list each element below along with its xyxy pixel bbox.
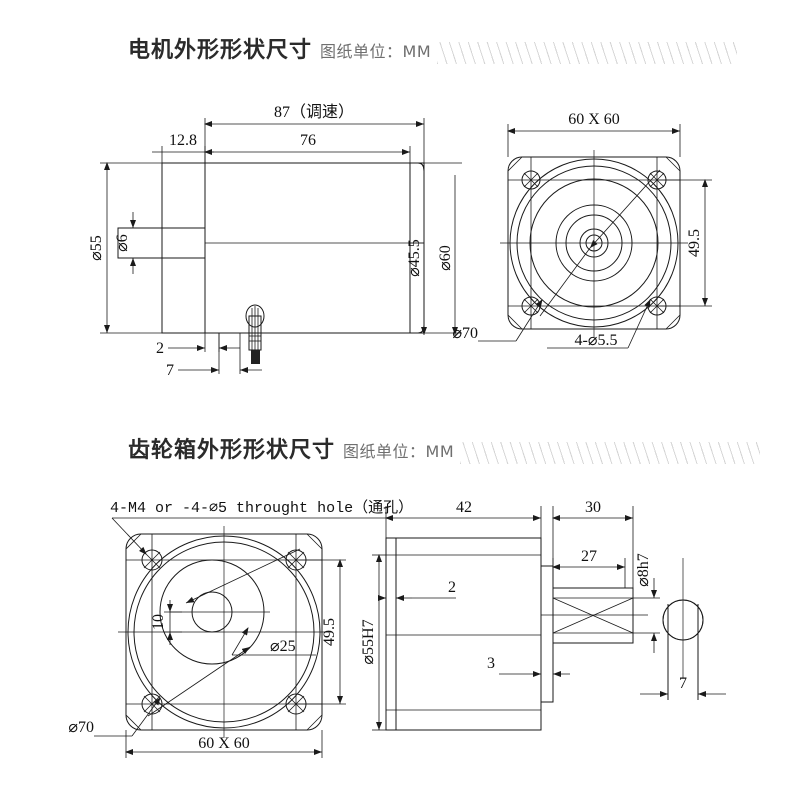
dim-gearbox-shaft-length: 30 <box>552 499 634 588</box>
dim-motor-flange-diameter: ⌀55 <box>88 162 162 334</box>
dim-gearbox-shaft-diameter: ⌀8h7 <box>633 553 660 653</box>
dim-gearbox-pilot-circle-label: ⌀70 <box>68 719 94 736</box>
motor-front-view: 60 X 60 49.5 ⌀70 4-⌀5.5 <box>452 111 712 349</box>
dim-motor-square: 60 X 60 <box>507 111 681 157</box>
motor-cable-grommet <box>245 304 265 364</box>
dim-motor-holes-label: 4-⌀5.5 <box>575 332 618 349</box>
dim-shaft-flat: 7 <box>640 675 726 697</box>
gearbox-hole-note: 4-M4 or -4-⌀5 throught hole（通孔） <box>110 499 413 555</box>
dim-overall-length-label: 87（调速） <box>274 103 354 121</box>
gearbox-unit-note: 图纸单位：MM <box>343 442 455 461</box>
gearbox-title-text: 齿轮箱外形形状尺寸 <box>128 438 336 463</box>
gearbox-side-view: 42 30 27 ⌀55H7 <box>360 499 660 731</box>
dim-gearbox-spigot: ⌀55H7 <box>360 554 386 731</box>
dim-motor-holes: 4-⌀5.5 <box>547 299 651 349</box>
dim-motor-bolt-spacing-label: 49.5 <box>686 229 703 257</box>
gearbox-section-title: 齿轮箱外形形状尺寸图纸单位：MM <box>128 432 761 465</box>
dim-gearbox-pilot-circle: ⌀70 <box>68 697 161 737</box>
gearbox-front-view: 4-M4 or -4-⌀5 throught hole（通孔） 10 ⌀25 <box>68 499 413 758</box>
motor-side-view: 87（调速） 76 12.8 ⌀55 <box>88 103 462 379</box>
dim-gearbox-shaft-offset: 10 <box>150 600 182 645</box>
motor-title-text: 电机外形形状尺寸 <box>128 38 313 63</box>
dim-shaft-length-label: 12.8 <box>169 132 197 149</box>
gearbox-hole-note-label: 4-M4 or -4-⌀5 throught hole（通孔） <box>110 499 413 517</box>
dim-gearbox-square-label: 60 X 60 <box>198 735 250 752</box>
dim-gearbox-shoulder-thickness-label: 3 <box>487 655 495 672</box>
dim-gearbox-body-length: 42 <box>385 499 542 538</box>
dim-gearbox-shoulder-thickness: 3 <box>487 655 570 677</box>
dim-gearbox-square: 60 X 60 <box>125 730 323 758</box>
dim-motor-square-label: 60 X 60 <box>568 111 620 128</box>
dim-body-length-label: 76 <box>300 132 316 149</box>
dim-gearbox-flange-thickness-label: 2 <box>448 579 456 596</box>
dim-motor-body-length: 76 <box>204 132 411 163</box>
dim-motor-shaft-diameter: ⌀6 <box>114 212 162 274</box>
dim-shaft-diameter-label: ⌀6 <box>114 234 131 252</box>
dim-gearbox-boss-label: ⌀25 <box>270 638 296 655</box>
dim-gearbox-bolt-spacing: 49.5 <box>296 559 346 705</box>
dim-gearbox-shaft-offset-label: 10 <box>150 614 167 630</box>
dim-step-length-label: 7 <box>166 362 174 379</box>
dim-gearbox-shaft-length-label: 30 <box>585 499 601 516</box>
dim-motor-shaft-length: 12.8 <box>152 132 214 163</box>
dim-gearbox-shaft-diameter-label: ⌀8h7 <box>635 553 652 587</box>
motor-unit-note: 图纸单位：MM <box>320 42 432 61</box>
title-hatch-decoration-2 <box>460 442 761 465</box>
motor-section-title: 电机外形形状尺寸图纸单位：MM <box>128 32 738 65</box>
title-hatch-decoration <box>437 42 738 65</box>
dim-gearbox-body-length-label: 42 <box>456 499 472 516</box>
shaft-end-view: 7 <box>640 558 726 700</box>
dim-motor-outer-diameter: ⌀60 <box>424 162 462 335</box>
dim-motor-flange-thickness: 2 <box>156 333 240 357</box>
dim-shaft-flat-label: 7 <box>679 675 687 692</box>
dim-flange-thickness-label: 2 <box>156 340 164 357</box>
dim-gearbox-flange-thickness: 2 <box>378 579 456 601</box>
dim-motor-step-length: 7 <box>166 333 262 379</box>
dim-gearbox-shaft-usable-label: 27 <box>581 548 597 565</box>
dim-gearbox-spigot-label: ⌀55H7 <box>360 619 377 664</box>
dim-motor-pilot-circle: ⌀70 <box>452 299 543 342</box>
dim-outer-diameter-label: ⌀60 <box>437 245 454 271</box>
dim-gearbox-bolt-spacing-label: 49.5 <box>321 618 338 646</box>
dim-gearbox-shaft-usable: 27 <box>552 548 626 588</box>
dim-flange-diameter-label: ⌀55 <box>88 235 105 261</box>
dim-motor-pilot-circle-label: ⌀70 <box>452 325 478 342</box>
dim-motor-inner-diameter: ⌀45.5 <box>406 175 427 335</box>
dim-inner-diameter-label: ⌀45.5 <box>406 239 423 277</box>
dim-gearbox-boss: ⌀25 <box>231 627 316 656</box>
dim-motor-bolt-spacing: 49.5 <box>657 179 712 307</box>
